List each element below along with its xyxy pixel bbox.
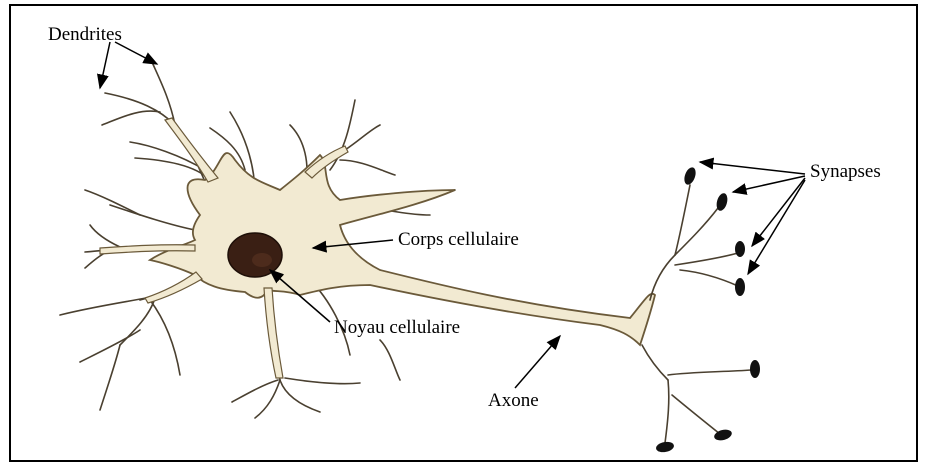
synapse-terminal [682, 166, 698, 186]
dendrites-arrow [115, 42, 157, 64]
synapses-arrow [700, 162, 805, 174]
axon-terminal-branches [642, 185, 752, 443]
synapse-terminal [735, 241, 745, 257]
synapse-terminal [655, 441, 674, 454]
synapse-terminal [735, 278, 745, 296]
synapses-arrow [752, 178, 805, 246]
nucleus [228, 233, 282, 277]
axon-label: Axone [488, 391, 539, 410]
cell-body-shape [100, 118, 655, 378]
synaptic-terminals [655, 166, 760, 454]
dendrites-arrow [100, 42, 110, 88]
synapses-label: Synapses [810, 162, 881, 181]
synapses-arrow [748, 180, 805, 274]
axon-arrow [515, 336, 560, 388]
synapses-arrow [733, 176, 805, 192]
synapse-terminal [750, 360, 760, 378]
cell-body-label: Corps cellulaire [398, 230, 519, 249]
dendrites-label: Dendrites [48, 25, 122, 44]
nucleus-label: Noyau cellulaire [334, 318, 460, 337]
nucleus-highlight [252, 253, 272, 267]
